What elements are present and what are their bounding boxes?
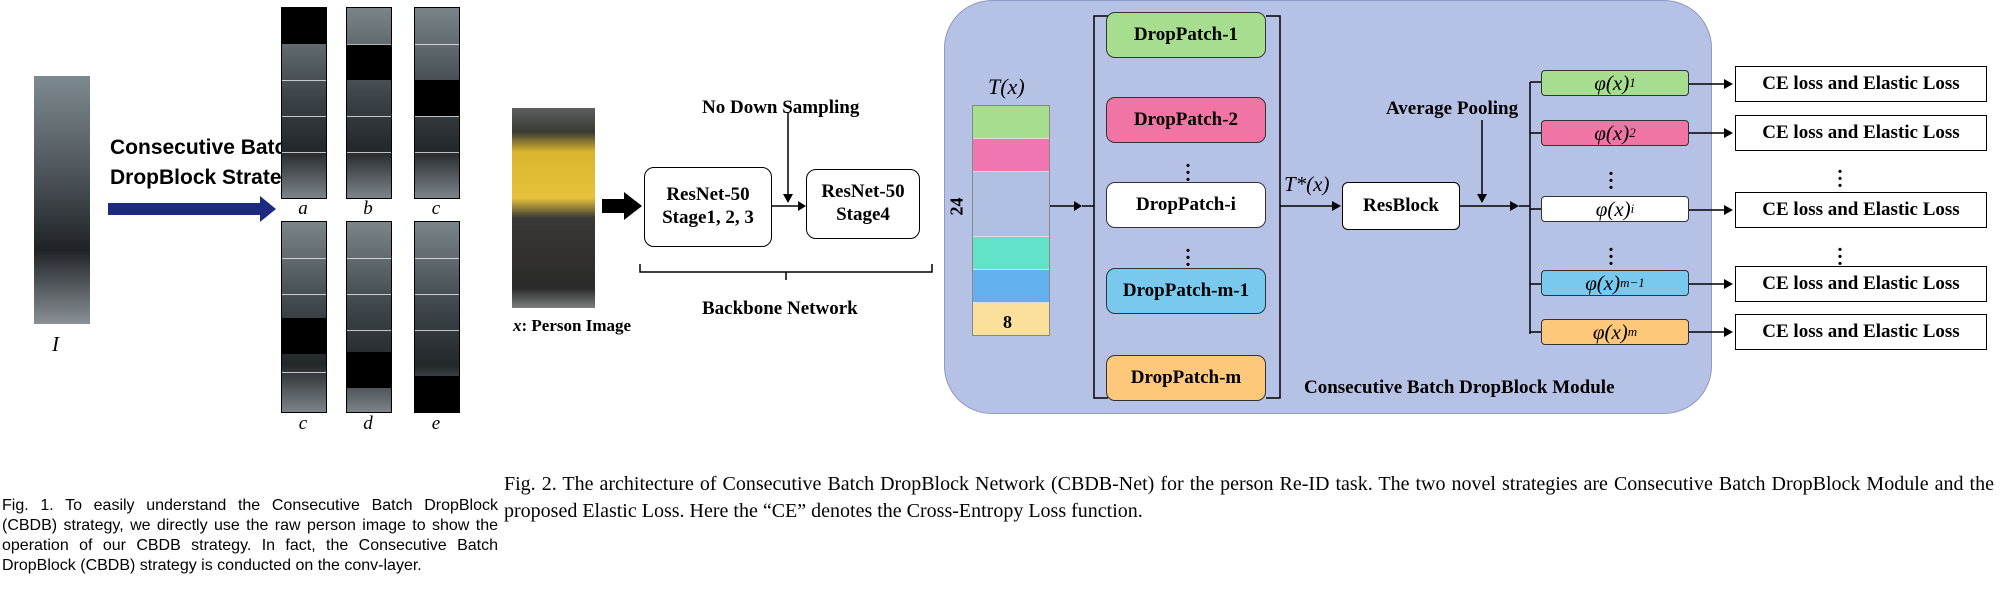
loss-box-2: CE loss and Elastic Loss <box>1735 115 1987 151</box>
loss-box-1: CE loss and Elastic Loss <box>1735 66 1987 102</box>
phi-ellipsis-1: ... <box>1608 158 1614 194</box>
feature-width-label: 8 <box>1003 312 1012 332</box>
resblock-box: ResBlock <box>1342 182 1460 230</box>
person-image-label: x: Person Image <box>513 316 631 336</box>
droppatch-ellipsis-2: ... <box>1185 235 1191 271</box>
loss-box-m-1: CE loss and Elastic Loss <box>1735 266 1987 302</box>
loss-box-i: CE loss and Elastic Loss <box>1735 192 1987 228</box>
loss-ellipsis-1: ... <box>1837 156 1843 192</box>
resnet-stage4-line2: Stage4 <box>836 204 890 225</box>
feature-slice-5 <box>973 270 1049 303</box>
strip-label-a: a <box>298 198 308 219</box>
strategy-label-line1: Consecutive Batch <box>110 136 300 159</box>
feature-map <box>972 105 1050 336</box>
person-image-text: : Person Image <box>521 316 632 335</box>
input-image-label: I <box>52 332 59 356</box>
backbone-network-label: Backbone Network <box>702 298 858 319</box>
figure1-caption: Fig. 1. To easily understand the Consecu… <box>2 497 498 574</box>
droppatch-2: DropPatch-2 <box>1106 97 1266 143</box>
loss-ellipsis-2: ... <box>1837 234 1843 270</box>
dropblock-strip-a <box>281 7 327 199</box>
no-down-sampling-label: No Down Sampling <box>702 97 860 118</box>
person-image-var: x <box>513 316 522 335</box>
dropblock-strip-b <box>346 7 392 199</box>
phi-m: φ(x)m <box>1541 319 1689 345</box>
person-image <box>512 108 595 308</box>
strip-label-c-bottom: c <box>298 413 308 434</box>
droppatch-i: DropPatch-i <box>1106 182 1266 228</box>
strip-label-b: b <box>363 198 373 219</box>
average-pooling-label: Average Pooling <box>1386 98 1519 119</box>
phi-ellipsis-2: ... <box>1608 234 1614 270</box>
feature-slice-4 <box>973 237 1049 270</box>
strategy-label-line2: DropBlock Strategy <box>110 166 307 189</box>
figure2-caption: Fig. 2. The architecture of Consecutive … <box>504 473 1994 522</box>
resnet-stage123-line1: ResNet-50 <box>666 184 750 206</box>
resnet-stage4-box: ResNet-50 Stage4 <box>806 169 920 239</box>
droppatch-1: DropPatch-1 <box>1106 12 1266 58</box>
feature-slice-1 <box>973 106 1049 139</box>
feature-height-label: 24 <box>946 197 967 216</box>
phi-2: φ(x)2 <box>1541 120 1689 146</box>
droppatch-m: DropPatch-m <box>1106 355 1266 401</box>
droppatch-ellipsis-1: ... <box>1185 150 1191 186</box>
phi-i: φ(x)i <box>1541 196 1689 222</box>
resnet-stage123-line2: Stage1, 2, 3 <box>662 207 754 228</box>
dropblock-strip-e <box>414 221 460 413</box>
phi-m-1: φ(x)m−1 <box>1541 270 1689 296</box>
dropped-feature-label: T*(x) <box>1284 172 1330 196</box>
feature-slice-6 <box>973 303 1049 335</box>
strip-label-c-top: c <box>431 198 441 219</box>
strip-label-e: e <box>431 413 441 434</box>
feature-map-label: T(x) <box>988 74 1025 99</box>
phi-1: φ(x)1 <box>1541 70 1689 96</box>
feature-slice-2 <box>973 139 1049 172</box>
strategy-arrow <box>108 196 276 222</box>
strip-label-d: d <box>363 413 373 434</box>
resnet-stage123-box: ResNet-50 Stage1, 2, 3 <box>644 167 772 247</box>
dropblock-strip-d <box>346 221 392 413</box>
input-person-image <box>34 76 90 324</box>
dropblock-strip-c-bottom <box>281 221 327 413</box>
feature-slice-3 <box>973 172 1049 237</box>
droppatch-m-1: DropPatch-m-1 <box>1106 268 1266 314</box>
loss-box-m: CE loss and Elastic Loss <box>1735 314 1987 350</box>
module-label: Consecutive Batch DropBlock Module <box>1304 377 1615 398</box>
resnet-stage4-line1: ResNet-50 <box>821 181 905 203</box>
dropblock-strip-c-top <box>414 7 460 199</box>
